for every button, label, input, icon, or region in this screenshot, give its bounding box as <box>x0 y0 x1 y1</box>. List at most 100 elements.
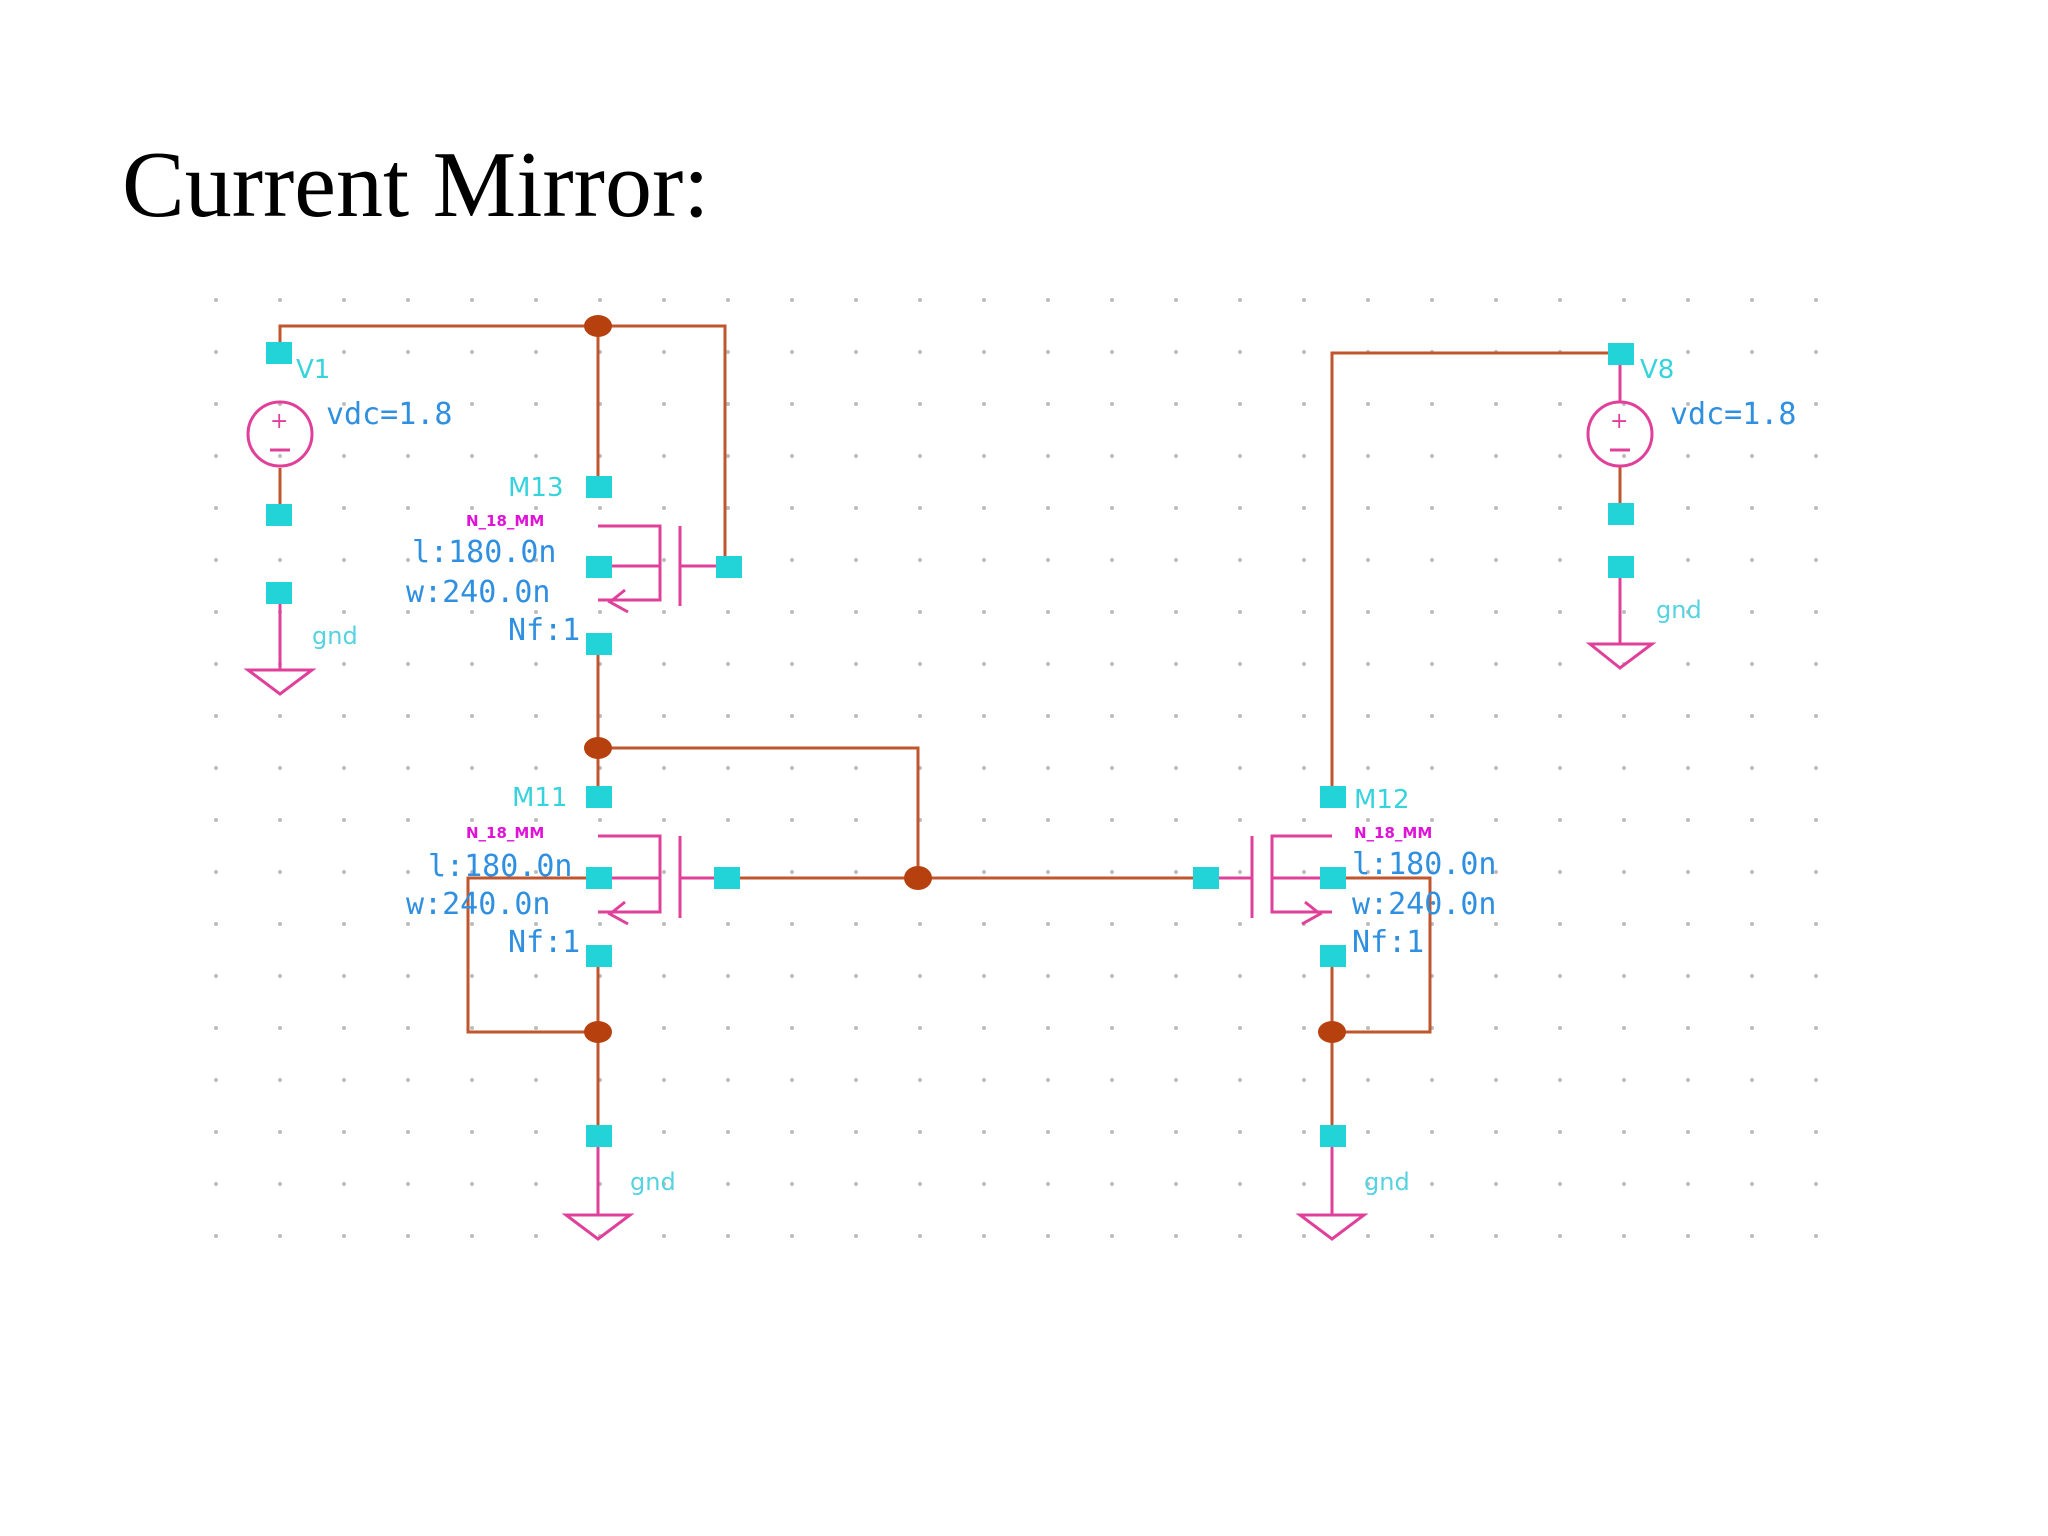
grid-dot <box>1302 558 1306 562</box>
grid-dot <box>1622 1234 1626 1238</box>
grid-dot <box>854 558 858 562</box>
grid-dot <box>1238 402 1242 406</box>
grid-dot <box>1046 558 1050 562</box>
grid-dot <box>1174 714 1178 718</box>
pin-v1-gnd[interactable] <box>266 582 292 604</box>
wire-vdd1-rail <box>278 324 730 568</box>
pin-m13-gate[interactable] <box>716 556 742 578</box>
pin-m13-source[interactable] <box>586 633 612 655</box>
grid-dot <box>918 298 922 302</box>
grid-dot <box>1238 350 1242 354</box>
grid-dot <box>1174 1234 1178 1238</box>
pin-m12-drain[interactable] <box>1320 786 1346 808</box>
grid-dot <box>662 818 666 822</box>
grid-dot <box>214 818 218 822</box>
grid-dot <box>406 922 410 926</box>
grid-dot <box>726 350 730 354</box>
pin-v8-minus[interactable] <box>1608 503 1634 525</box>
grid-dot <box>1302 610 1306 614</box>
grid-dot <box>470 662 474 666</box>
grid-dot <box>214 870 218 874</box>
grid-dot <box>1814 298 1818 302</box>
pin-m12-bulk[interactable] <box>1320 867 1346 889</box>
pin-v8-gnd[interactable] <box>1608 556 1634 578</box>
grid-dot <box>982 350 986 354</box>
grid-dot <box>726 818 730 822</box>
pin-m13-drain[interactable] <box>586 476 612 498</box>
pin-m11-gnd[interactable] <box>586 1125 612 1147</box>
grid-dot <box>918 1234 922 1238</box>
grid-dot <box>1814 818 1818 822</box>
grid-dot <box>342 662 346 666</box>
pin-m11-bulk[interactable] <box>586 867 612 889</box>
grid-dot <box>1558 766 1562 770</box>
grid-dot <box>470 922 474 926</box>
grid-dot <box>1238 1078 1242 1082</box>
grid-dot <box>406 974 410 978</box>
grid-dot <box>790 818 794 822</box>
grid-dot <box>1110 714 1114 718</box>
pin-m13-bulk[interactable] <box>586 556 612 578</box>
grid-dot <box>278 1026 282 1030</box>
grid-dot <box>1750 1130 1754 1134</box>
grid-dot <box>854 766 858 770</box>
grid-dot <box>790 350 794 354</box>
grid-dot <box>406 1130 410 1134</box>
grid-dot <box>470 1026 474 1030</box>
grid-dot <box>1750 610 1754 614</box>
grid-dot <box>1110 298 1114 302</box>
grid-dot <box>726 298 730 302</box>
grid-dot <box>470 610 474 614</box>
grid-dot <box>1686 766 1690 770</box>
grid-dot <box>1238 870 1242 874</box>
grid-dot <box>790 922 794 926</box>
grid-dot <box>278 1234 282 1238</box>
pin-m11-drain[interactable] <box>586 786 612 808</box>
grid-dot <box>534 558 538 562</box>
grid-dot <box>1686 1026 1690 1030</box>
ground-symbol-v1 <box>243 668 317 696</box>
grid-dot <box>1430 506 1434 510</box>
m11-name-label: M11 <box>512 783 568 813</box>
grid-dot <box>1110 350 1114 354</box>
grid-dot <box>1366 506 1370 510</box>
grid-dot <box>1494 402 1498 406</box>
grid-dot <box>1814 766 1818 770</box>
voltage-source-v1[interactable]: + <box>246 400 314 468</box>
transistor-m13[interactable] <box>598 524 730 614</box>
grid-dot <box>1174 662 1178 666</box>
pin-m12-source[interactable] <box>1320 945 1346 967</box>
grid-dot <box>918 922 922 926</box>
pin-v8-plus[interactable] <box>1608 343 1634 365</box>
grid-dot <box>342 1026 346 1030</box>
pin-v1-plus[interactable] <box>266 342 292 364</box>
junction-m11-drain <box>584 737 612 759</box>
ground-symbol-v8 <box>1585 642 1657 670</box>
pin-m12-gate[interactable] <box>1193 867 1219 889</box>
grid-dot <box>1750 454 1754 458</box>
grid-dot <box>598 298 602 302</box>
grid-dot <box>1814 402 1818 406</box>
grid-dot <box>1686 818 1690 822</box>
grid-dot <box>918 662 922 666</box>
grid-dot <box>662 350 666 354</box>
grid-dot <box>1558 298 1562 302</box>
pin-m11-gate[interactable] <box>714 867 740 889</box>
wire-m11-diode-connection <box>598 746 920 878</box>
grid-dot <box>1814 870 1818 874</box>
transistor-m12[interactable] <box>1205 834 1332 926</box>
grid-dot <box>1622 818 1626 822</box>
pin-m12-gnd[interactable] <box>1320 1125 1346 1147</box>
grid-dot <box>406 1078 410 1082</box>
voltage-source-v8[interactable]: + <box>1586 400 1654 468</box>
pin-v1-minus[interactable] <box>266 504 292 526</box>
grid-dot <box>918 1026 922 1030</box>
grid-dot <box>278 714 282 718</box>
grid-dot <box>1110 506 1114 510</box>
pin-m11-source[interactable] <box>586 945 612 967</box>
transistor-m11[interactable] <box>598 834 727 926</box>
pins <box>266 342 1634 1147</box>
grid-dot <box>1622 870 1626 874</box>
grid-dot <box>534 506 538 510</box>
grid-dot <box>214 974 218 978</box>
